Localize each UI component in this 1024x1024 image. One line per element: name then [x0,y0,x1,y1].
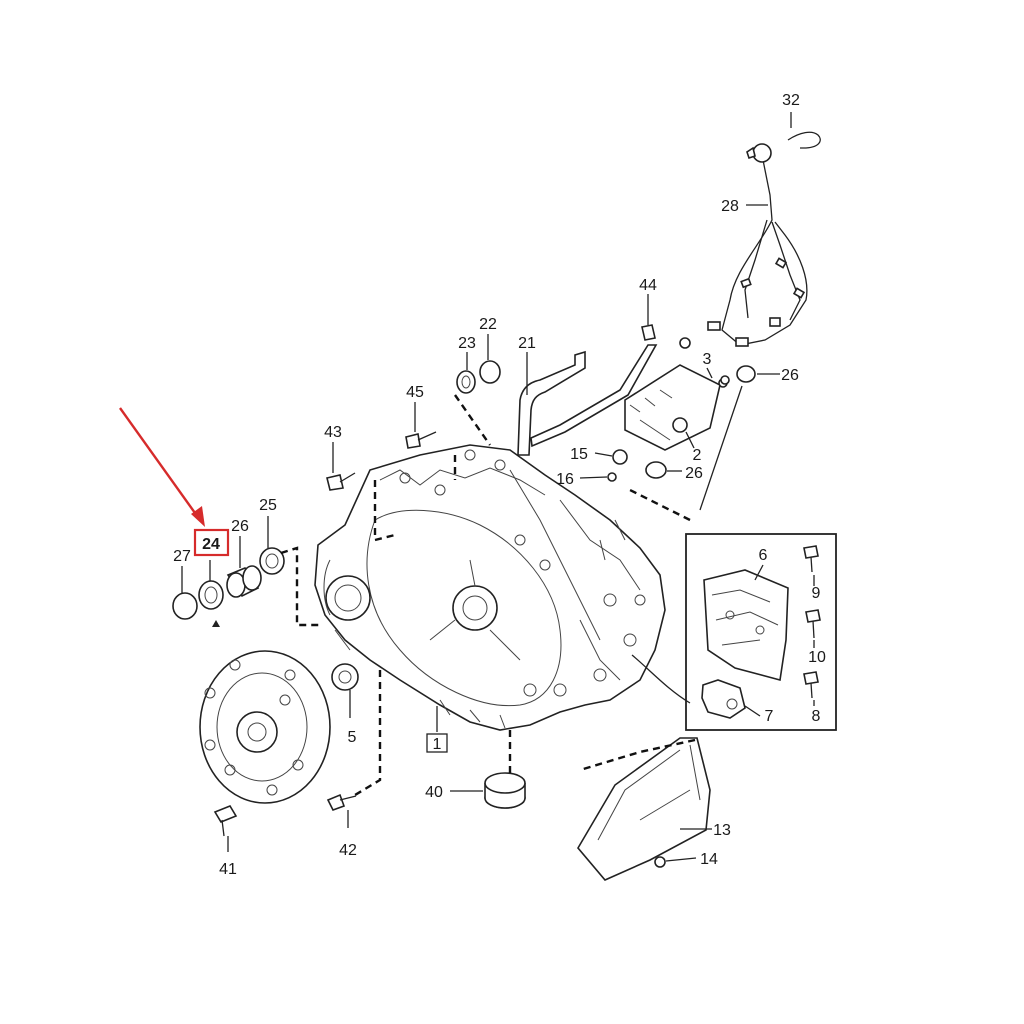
red-pointer-arrow [119,407,205,527]
leader-lines [181,112,815,862]
pipe-21[interactable] [517,344,658,456]
callout-42[interactable]: 42 [339,842,357,859]
callout-22[interactable]: 22 [479,316,497,333]
oil-pan-13[interactable] [577,737,711,881]
callout-9[interactable]: 9 [812,585,821,602]
callout-27[interactable]: 27 [173,548,191,565]
bolt-10[interactable] [805,609,821,639]
callout-6[interactable]: 6 [759,547,768,564]
seal-ring-27[interactable] [172,592,198,620]
callout-21[interactable]: 21 [518,335,536,352]
valve-body-6[interactable] [703,569,789,682]
callout-7[interactable]: 7 [765,708,774,725]
bolt-42[interactable] [326,793,357,811]
seal-ring-24[interactable] [198,580,224,610]
callout-44[interactable]: 44 [639,277,657,294]
callout-14[interactable]: 14 [700,851,718,868]
callout-26-upper[interactable]: 26 [781,367,799,384]
bushing-26[interactable] [226,565,262,598]
bolt-9[interactable] [803,545,819,573]
seal-5[interactable] [331,663,359,691]
callout-16[interactable]: 16 [556,471,574,488]
callout-15[interactable]: 15 [570,446,588,463]
seal-ring-25[interactable] [259,547,285,575]
callout-2[interactable]: 2 [693,447,702,464]
solenoid-7[interactable] [701,679,746,719]
bolt-15[interactable] [612,449,628,465]
control-module-2[interactable] [624,337,728,451]
highlight-box [193,528,230,557]
part-1-box [426,733,448,753]
callout-5[interactable]: 5 [348,729,357,746]
seal-26-lower[interactable] [645,461,667,479]
seal-23[interactable] [456,370,476,394]
drain-plug-40[interactable] [484,772,526,809]
connector-44[interactable] [641,324,656,341]
callout-41[interactable]: 41 [219,861,237,878]
bolt-45[interactable] [405,431,437,449]
wiring-harness-28[interactable] [707,143,808,347]
callout-13[interactable]: 13 [713,822,731,839]
callout-labels: 1 2 3 5 6 7 8 9 10 13 14 15 16 21 22 23 … [173,92,826,878]
callout-45[interactable]: 45 [406,384,424,401]
callout-26-lower[interactable]: 26 [685,465,703,482]
callout-10[interactable]: 10 [808,649,826,666]
callout-23[interactable]: 23 [458,335,476,352]
callout-40[interactable]: 40 [425,784,443,801]
assembly-guide-lines [280,394,696,797]
callout-32[interactable]: 32 [782,92,800,109]
callout-3[interactable]: 3 [703,351,712,368]
callout-43[interactable]: 43 [324,424,342,441]
callout-1[interactable]: 1 [433,736,442,753]
screw-14[interactable] [654,856,666,868]
callout-28[interactable]: 28 [721,198,739,215]
bolt-43[interactable] [326,472,356,491]
callout-8[interactable]: 8 [812,708,821,725]
seal-26-upper[interactable] [736,365,756,383]
valve-body-inset [685,533,837,731]
clip-32[interactable] [787,131,821,149]
seal-22[interactable] [479,360,501,384]
callout-25[interactable]: 25 [259,497,277,514]
washer-16[interactable] [607,472,617,482]
bolt-8[interactable] [803,671,819,699]
callout-26-bushing[interactable]: 26 [231,518,249,535]
transmission-housing[interactable] [314,444,666,731]
callout-24[interactable]: 24 [202,536,220,553]
bolt-3[interactable] [720,375,730,385]
torque-converter[interactable] [199,650,331,804]
bolt-41[interactable] [213,805,238,837]
